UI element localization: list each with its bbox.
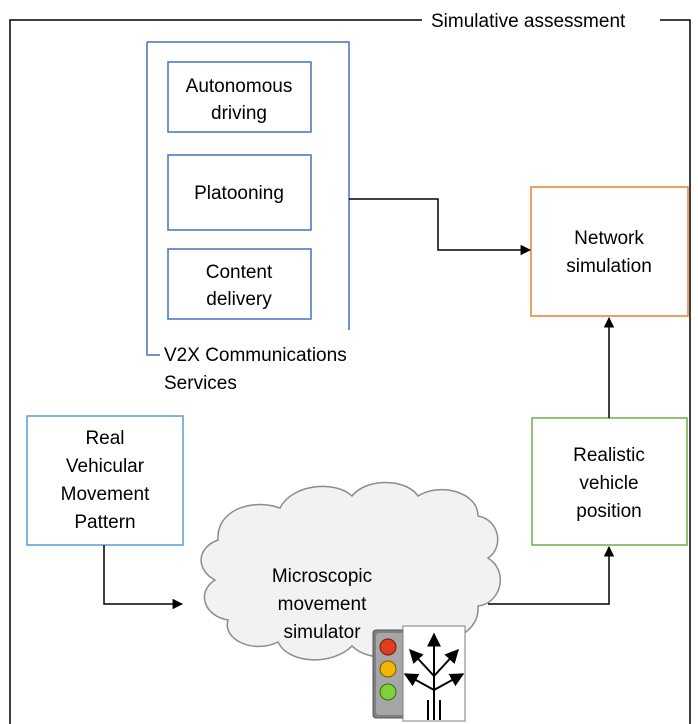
- network-label: Network: [574, 228, 644, 249]
- traffic-light-icon: [372, 629, 410, 719]
- simulative-assessment-frame: Simulative assessment: [9, 11, 691, 724]
- network-simulation-box: Network simulation: [530, 186, 689, 317]
- arrow-simulator-to-position: [488, 545, 615, 605]
- service-platooning: Platooning: [167, 154, 312, 231]
- intersection-arrows-icon: [402, 625, 466, 722]
- position-label: position: [576, 501, 642, 522]
- connectors: [103, 198, 615, 610]
- pattern-label: Vehicular: [66, 456, 145, 477]
- arrow-services-to-network: [349, 198, 532, 256]
- v2x-services-group: V2X Communications Services: [146, 41, 350, 394]
- service-label: Platooning: [194, 183, 284, 204]
- simulator-cloud: Microscopic movement simulator: [200, 481, 502, 661]
- service-content-delivery: Content delivery: [167, 248, 312, 320]
- simulator-label: movement: [278, 594, 367, 615]
- service-label: delivery: [206, 289, 272, 310]
- service-label: Autonomous: [186, 76, 293, 97]
- frame-label: Simulative assessment: [431, 11, 626, 32]
- v2x-group-label-2: Services: [164, 373, 237, 394]
- network-label: simulation: [566, 256, 652, 277]
- position-label: vehicle: [579, 473, 638, 494]
- position-label: Realistic: [573, 445, 645, 466]
- pattern-label: Pattern: [74, 512, 135, 533]
- pattern-label: Real: [85, 428, 124, 449]
- realistic-position-box: Realistic vehicle position: [531, 417, 688, 546]
- pattern-label: Movement: [61, 484, 150, 505]
- arrow-pattern-to-simulator: [103, 545, 184, 610]
- v2x-group-label: V2X Communications: [164, 345, 347, 366]
- service-autonomous-driving: Autonomous driving: [167, 61, 312, 133]
- service-label: driving: [211, 103, 267, 124]
- simulator-label: Microscopic: [272, 566, 372, 587]
- simulator-label: simulator: [283, 622, 361, 643]
- service-label: Content: [206, 262, 273, 283]
- movement-pattern-box: Real Vehicular Movement Pattern: [26, 415, 184, 546]
